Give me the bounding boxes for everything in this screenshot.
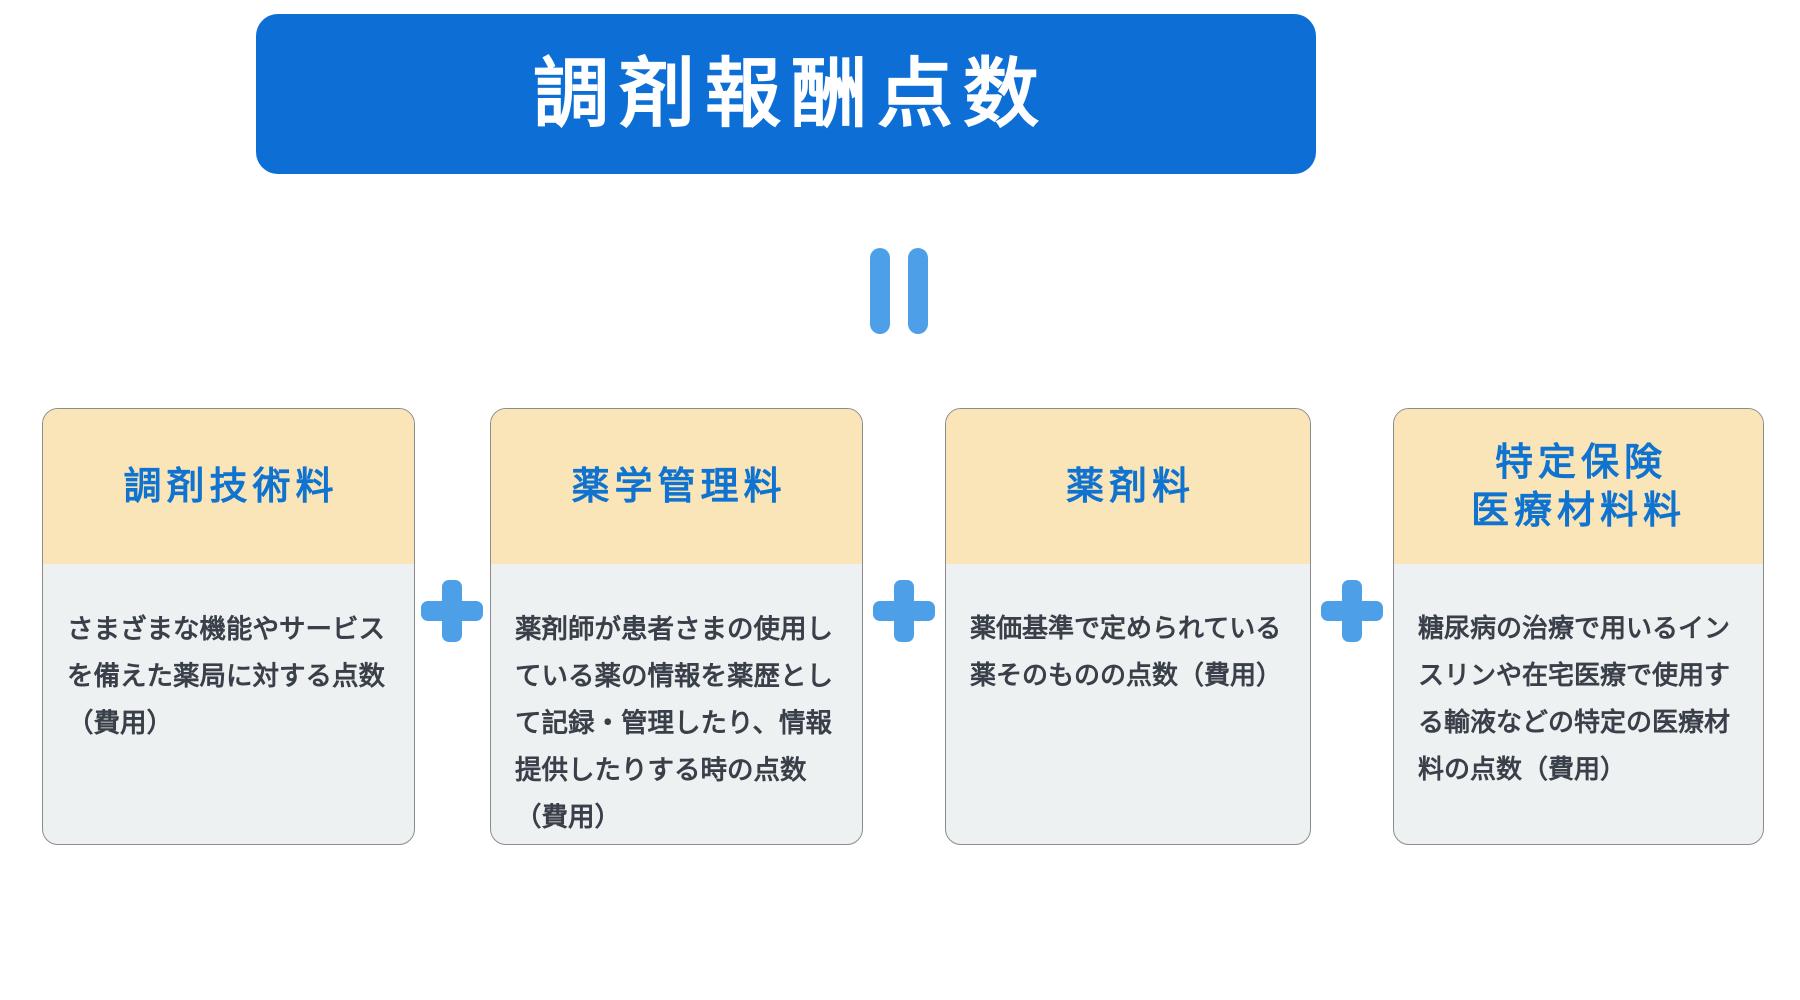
- card-header: 薬学管理料: [491, 409, 862, 564]
- card-body: さまざまな機能やサービスを備えた薬局に対する点数（費用）: [43, 564, 414, 844]
- card-body: 糖尿病の治療で用いるインスリンや在宅医療で使用する輸液などの特定の医療材料の点数…: [1394, 564, 1763, 844]
- equals-bar-right: [908, 248, 928, 334]
- card-title: 特定保険 医療材料料: [1470, 440, 1686, 532]
- card-yakuzairyo: 薬剤料 薬価基準で定められている薬そのものの点数（費用）: [945, 408, 1311, 845]
- card-chozai-gijutsuryo: 調剤技術料 さまざまな機能やサービスを備えた薬局に対する点数（費用）: [42, 408, 415, 845]
- card-tokutei-hoken-iryo-zairyoryo: 特定保険 医療材料料 糖尿病の治療で用いるインスリンや在宅医療で使用する輸液など…: [1393, 408, 1764, 845]
- card-title: 薬学管理料: [571, 463, 787, 508]
- plus-vertical-bar: [894, 580, 914, 642]
- card-header: 特定保険 医療材料料: [1394, 409, 1763, 564]
- title-banner: 調剤報酬点数: [256, 14, 1316, 174]
- card-description: 薬価基準で定められている薬そのものの点数（費用）: [970, 614, 1283, 691]
- card-description: 糖尿病の治療で用いるインスリンや在宅医療で使用する輸液などの特定の医療材料の点数…: [1418, 614, 1731, 785]
- card-header: 薬剤料: [946, 409, 1310, 564]
- card-body: 薬剤師が患者さまの使用している薬の情報を薬歴として記録・管理したり、情報提供した…: [491, 564, 862, 844]
- card-title: 調剤技術料: [123, 463, 339, 508]
- card-body: 薬価基準で定められている薬そのものの点数（費用）: [946, 564, 1310, 844]
- plus-icon: [873, 580, 935, 642]
- plus-vertical-bar: [442, 580, 462, 642]
- cards-row: 調剤技術料 さまざまな機能やサービスを備えた薬局に対する点数（費用） 薬学管理料…: [0, 408, 1800, 848]
- card-title: 薬剤料: [1065, 463, 1195, 508]
- card-description: さまざまな機能やサービスを備えた薬局に対する点数（費用）: [67, 614, 385, 739]
- page-title: 調剤報酬点数: [533, 49, 1049, 138]
- plus-icon: [421, 580, 483, 642]
- plus-vertical-bar: [1342, 580, 1362, 642]
- equals-icon: [870, 248, 928, 334]
- card-yakugaku-kanriryo: 薬学管理料 薬剤師が患者さまの使用している薬の情報を薬歴として記録・管理したり、…: [490, 408, 863, 845]
- card-header: 調剤技術料: [43, 409, 414, 564]
- card-description: 薬剤師が患者さまの使用している薬の情報を薬歴として記録・管理したり、情報提供した…: [515, 614, 833, 833]
- equals-bar-left: [870, 248, 890, 334]
- plus-icon: [1321, 580, 1383, 642]
